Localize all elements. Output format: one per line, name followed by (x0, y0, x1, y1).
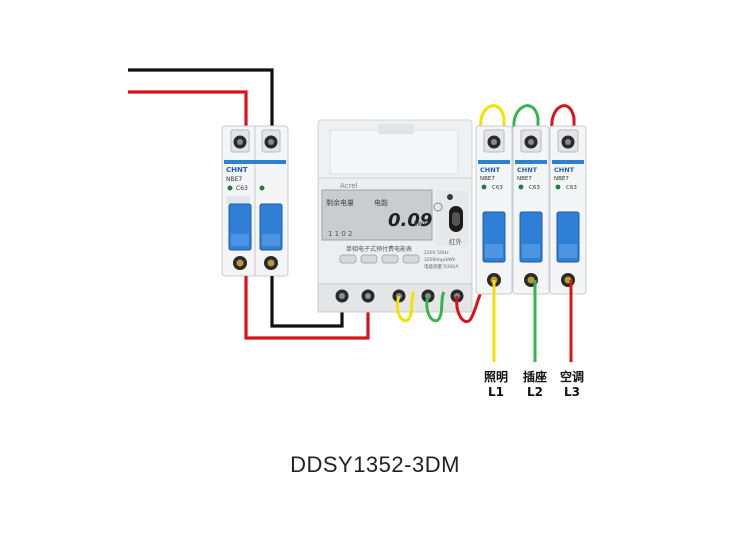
meter-spec-3: 电能测量 5(60)A (424, 263, 460, 270)
meter-button-4[interactable] (402, 254, 420, 264)
load-line-1: L1 (488, 385, 504, 399)
load-line-3: L3 (564, 385, 580, 399)
branch-breaker-rating: C63 (566, 185, 577, 191)
green-loop-wire (512, 104, 540, 129)
meter-button-3[interactable] (381, 254, 399, 264)
meter-label: 单相电子式预付费电能表 (346, 245, 412, 253)
main-breaker-model: NBE7 (226, 176, 242, 183)
main-breaker-rating: C63 (236, 185, 248, 192)
load-wires (492, 280, 573, 362)
branch-breaker-brand: CHNT (554, 166, 575, 174)
branch-breaker-brand: CHNT (517, 166, 538, 174)
main-breaker: CHNT NBE7 C63 (221, 125, 289, 277)
load-line-2: L2 (527, 385, 543, 399)
red-loop-wire (550, 104, 576, 129)
meter-spec-1: 220V 50Hz (424, 250, 449, 256)
lcd-top-left: 剩余电量 (326, 198, 354, 207)
main-breaker-brand: CHNT (226, 166, 248, 174)
meter-output-wires (395, 104, 576, 323)
lcd-unit: kWh (414, 221, 427, 228)
branch-breaker-rating: C63 (492, 185, 503, 191)
yellow-output-wire (395, 291, 416, 323)
model-caption: DDSY1352-3DM (290, 452, 460, 477)
meter-button-2[interactable] (360, 254, 378, 264)
lcd-top-right: 电能 (374, 198, 388, 207)
yellow-loop-wire (479, 104, 506, 129)
lcd-reading: 0.09 (388, 210, 432, 231)
meter-brand: Acrel (340, 182, 358, 190)
meter-button-1[interactable] (339, 254, 357, 264)
branch-breaker-model: NBE7 (517, 176, 532, 182)
live-supply-wire (128, 90, 248, 126)
branch-breaker-brand: CHNT (480, 166, 501, 174)
load-labels: 照明 L1 插座 L2 空调 L3 (484, 369, 584, 399)
load-name-2: 插座 (523, 369, 547, 384)
green-output-wire (425, 291, 446, 323)
prepaid-meter: Acrel 剩余电量 电能 0.09 kWh 1 1 0 2 红外 单相电子式预… (317, 119, 473, 313)
load-name-1: 照明 (484, 369, 508, 384)
branch-breaker-model: NBE7 (480, 176, 495, 182)
live-wire-to-meter (244, 276, 370, 340)
meter-lcd (321, 189, 433, 241)
meter-spec-2: 3200imp/kWh (424, 257, 456, 263)
branch-breaker-rating: C63 (529, 185, 540, 191)
neutral-supply-wire (128, 68, 274, 126)
branch-breaker-model: NBE7 (554, 176, 569, 182)
supply-wires (128, 68, 274, 126)
lcd-bottom-row: 1 1 0 2 (328, 230, 353, 238)
load-name-3: 空调 (560, 369, 584, 384)
meter-status-label: 红外 (449, 237, 463, 246)
